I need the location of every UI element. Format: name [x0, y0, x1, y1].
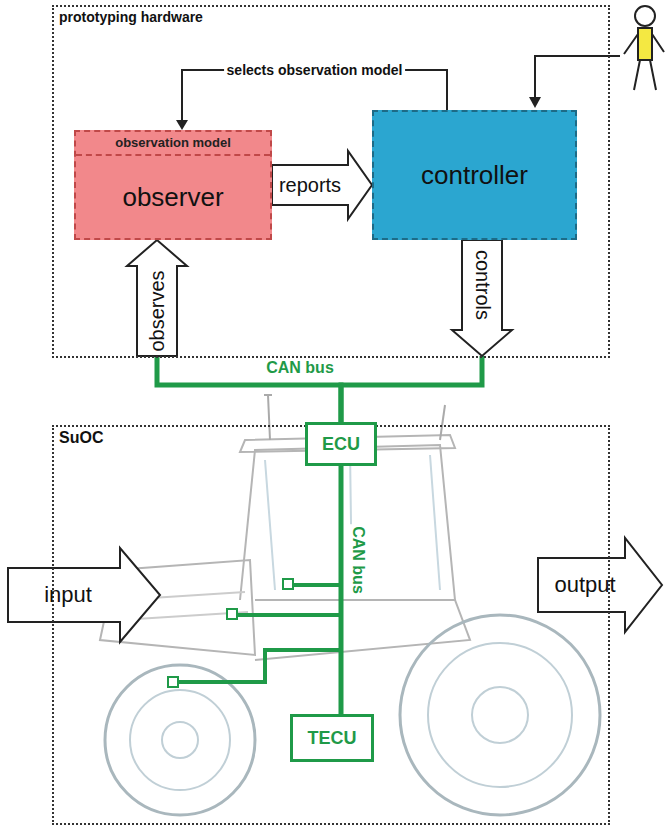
arrowhead	[176, 120, 188, 130]
connector	[341, 240, 512, 422]
exhaust-pipe	[264, 395, 272, 440]
arrow-text: input	[44, 582, 92, 608]
connector	[341, 466, 342, 714]
user-shirt	[638, 28, 652, 60]
tractor-cab	[240, 445, 455, 600]
beacon-mast	[440, 405, 445, 440]
box-label: controller	[421, 160, 528, 191]
stub-wire	[237, 613, 339, 617]
stub-wire	[293, 583, 339, 587]
ecu-box: ECU	[305, 422, 377, 466]
controller-box: controller	[372, 110, 577, 240]
front-wheel	[105, 665, 255, 815]
rear-wheel	[400, 615, 600, 815]
can-stubs	[168, 579, 339, 687]
sensor-node	[283, 579, 293, 589]
box-label: observer	[76, 156, 270, 238]
system-frame: SuOC ECU TECU	[52, 425, 610, 825]
output-arrow	[538, 538, 662, 632]
rear-rim	[428, 643, 572, 787]
box-label: ECU	[322, 434, 360, 455]
arrow-text: output	[554, 572, 615, 598]
input-arrow	[8, 548, 160, 642]
box-label: TECU	[308, 728, 357, 749]
frame-title: SuOC	[59, 429, 103, 447]
sensor-node	[227, 609, 237, 619]
rear-hub	[472, 687, 528, 743]
observer-box: observation modelobserver	[74, 130, 272, 240]
edge-label: controls	[471, 250, 494, 320]
user-figure	[529, 6, 664, 108]
edge-label: selects observation model	[224, 62, 406, 78]
fat-arrow	[127, 240, 187, 356]
connector	[127, 240, 341, 422]
tecu-box: TECU	[290, 714, 374, 762]
user-limbs	[624, 34, 664, 90]
cab-windows	[265, 450, 440, 595]
front-hub	[162, 722, 198, 758]
front-rim	[130, 690, 230, 790]
user-control-line	[535, 56, 620, 98]
user-head	[635, 6, 655, 26]
user-arrowhead	[529, 97, 541, 108]
model-header: observation model	[76, 132, 270, 156]
edge-label: CAN bus	[349, 524, 367, 596]
stub-wire	[178, 650, 339, 682]
sensor-node	[168, 677, 178, 687]
can-wire	[341, 356, 482, 422]
edge-label: reports	[279, 174, 341, 197]
edge-label: observes	[146, 270, 169, 351]
frame-title: prototyping hardware	[59, 9, 203, 25]
fat-arrow	[452, 240, 512, 356]
fat-arrow	[272, 151, 372, 219]
connector	[272, 151, 372, 219]
tractor-sketch	[100, 395, 600, 815]
bus-label: CAN bus	[264, 359, 336, 377]
can-wire	[339, 466, 344, 714]
can-wire	[157, 356, 341, 422]
